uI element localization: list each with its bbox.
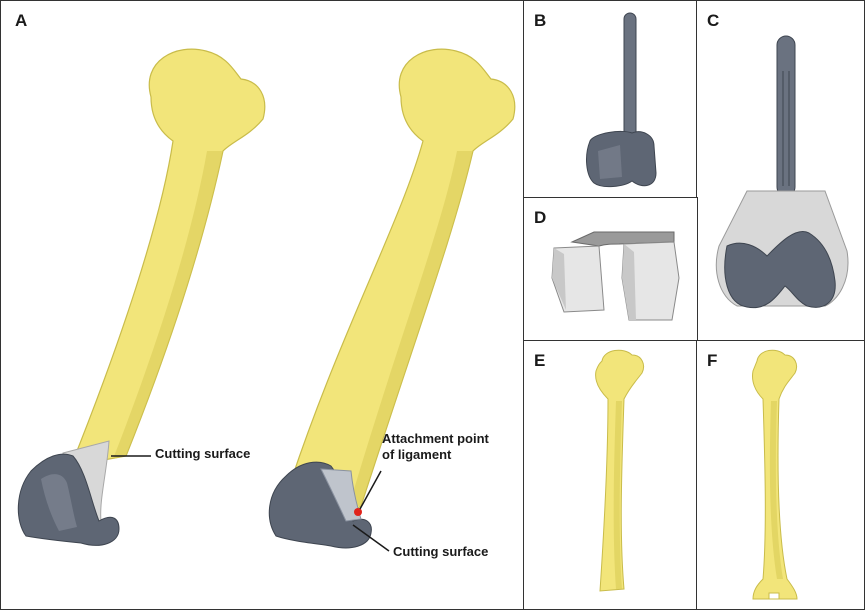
panel-c-drawing bbox=[715, 35, 849, 309]
femur-right-shading bbox=[349, 151, 473, 506]
femur-f-distal-notch bbox=[768, 592, 780, 600]
femur-right bbox=[268, 48, 516, 549]
panel-f-drawing bbox=[752, 349, 798, 600]
label-cutting-surface-left: Cutting surface bbox=[155, 446, 251, 461]
spacer-left-face bbox=[552, 248, 566, 310]
stemmed-implant-b bbox=[586, 12, 657, 188]
implant-c-stem bbox=[776, 35, 796, 197]
attachment-point-marker bbox=[354, 508, 362, 516]
spacer-block-d bbox=[551, 231, 680, 321]
panel-b-letter: B bbox=[534, 11, 547, 30]
panel-a: A Cutting surface Atta bbox=[0, 0, 525, 610]
femur-left-shading bbox=[113, 151, 223, 459]
callout-line-attachment bbox=[359, 470, 382, 510]
panel-c-letter: C bbox=[707, 11, 720, 30]
label-attachment-line2: of ligament bbox=[382, 447, 452, 462]
femur-f-shading bbox=[769, 401, 783, 579]
panel-f: F bbox=[696, 340, 865, 610]
panel-f-letter: F bbox=[707, 351, 718, 370]
panel-e-drawing bbox=[595, 349, 645, 592]
implant-b-highlight bbox=[598, 145, 622, 179]
panel-d-drawing bbox=[551, 231, 680, 321]
panel-a-drawing bbox=[17, 48, 516, 552]
panel-b: B bbox=[523, 0, 698, 199]
label-cutting-surface-right: Cutting surface bbox=[393, 544, 489, 559]
femur-f bbox=[752, 349, 798, 600]
implant-b-stem bbox=[623, 12, 637, 144]
femur-left-implant-highlight bbox=[41, 474, 77, 531]
femur-left-shaft bbox=[70, 48, 266, 467]
label-attachment-line1: Attachment point bbox=[382, 431, 489, 446]
implant-b-body bbox=[586, 130, 657, 188]
femur-e bbox=[595, 349, 645, 592]
implant-c-condyles bbox=[724, 231, 836, 309]
panel-a-letter: A bbox=[15, 11, 28, 30]
panel-d-letter: D bbox=[534, 208, 547, 227]
callout-line-right-cutting bbox=[352, 524, 390, 552]
panel-e: E bbox=[523, 340, 698, 610]
femur-right-cut-surface bbox=[320, 468, 362, 522]
spacer-right-face bbox=[622, 244, 636, 320]
panel-e-letter: E bbox=[534, 351, 546, 370]
femur-e-shading bbox=[613, 401, 622, 589]
panel-b-drawing bbox=[586, 12, 657, 188]
femur-left bbox=[17, 48, 266, 546]
panel-c: C bbox=[696, 0, 865, 342]
panel-d: D bbox=[523, 197, 698, 342]
stemmed-implant-c bbox=[715, 35, 849, 309]
spacer-top-bar bbox=[570, 231, 675, 247]
femur-right-implant bbox=[268, 461, 372, 549]
